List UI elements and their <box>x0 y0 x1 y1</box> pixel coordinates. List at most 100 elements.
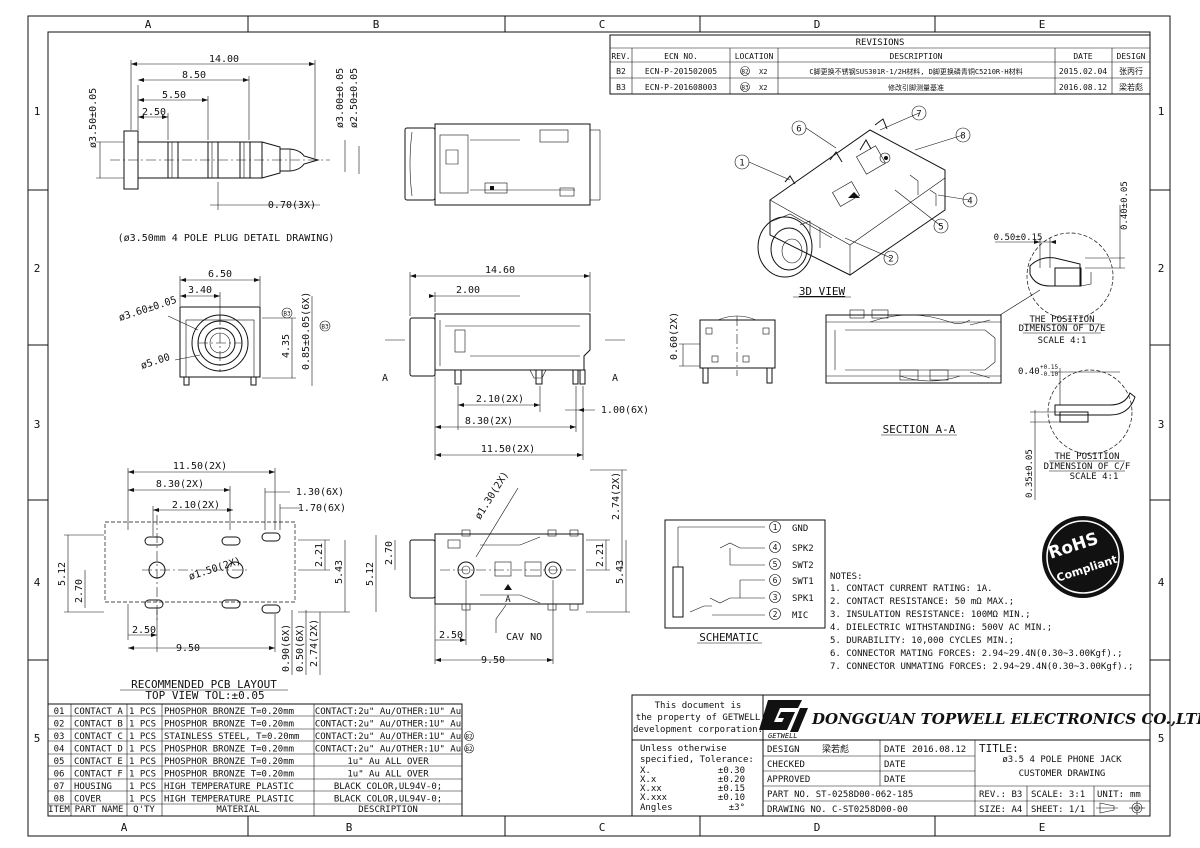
rev-location-mark: B3 <box>741 85 749 92</box>
bom-material: STAINLESS STEEL, T=0.20mm <box>164 732 299 742</box>
tolerance-key: X. <box>640 766 651 776</box>
bom-item-number: 05 <box>54 757 65 767</box>
rev-location-mark: B2 <box>741 69 749 76</box>
callout-number: 8 <box>960 132 965 142</box>
dim-label: 0.50±0.15 <box>994 233 1043 243</box>
row-label-left: 4 <box>34 576 41 589</box>
drawing-title: ø3.5 4 POLE PHONE JACK <box>1002 755 1122 765</box>
bom-material: HIGH TEMPERATURE PLASTIC <box>164 782 294 792</box>
rev-cell: 梁若彪 <box>1119 82 1143 92</box>
col-label-top: E <box>1039 18 1046 31</box>
detail-cf: 0.40 +0.15 -0.10 0.35±0.05 THE POSITION … <box>1018 364 1136 500</box>
dim-label: 2.50 <box>439 630 463 641</box>
bom-part-name: CONTACT E <box>74 757 123 767</box>
rev-cell: 张丙行 <box>1119 66 1143 76</box>
rev-cell: 2015.02.04 <box>1059 67 1107 76</box>
dim-label: 8.30(2X) <box>156 479 204 490</box>
getwell-logo-icon <box>759 700 808 732</box>
pin-number: 4 <box>773 543 778 552</box>
rev-location-balloon <box>740 82 750 92</box>
bom-quantity: 1 PCS <box>129 757 156 767</box>
dim-label: ø2.50±0.05 <box>349 68 360 128</box>
rev-mark: B3 <box>283 311 291 318</box>
row-label-left: 1 <box>34 105 41 118</box>
cav-label: CAV NO <box>506 632 542 643</box>
dim-label: 2.10(2X) <box>172 500 220 511</box>
drawing-number: DRAWING NO. C-ST0258D00-00 <box>767 805 908 815</box>
callout-number: 1 <box>739 159 744 169</box>
dim-label: 2.50 <box>142 107 166 118</box>
bom-part-name: CONTACT D <box>74 745 123 755</box>
dim-label: ø5.00 <box>140 352 172 372</box>
note-item: 4. DIELECTRIC WITHSTANDING: 500V AC MIN.… <box>830 623 1052 633</box>
callout-number: 5 <box>938 223 943 233</box>
bom-description: BLACK COLOR,UL94V-0; <box>334 795 442 805</box>
col-label-bottom: D <box>814 821 821 834</box>
rev-mark: B3 <box>321 324 329 331</box>
rev-location-count: X2 <box>759 68 767 76</box>
note-item: 7. CONNECTOR UNMATING FORCES: 2.94~29.4N… <box>830 662 1133 672</box>
dim-label: 2.74(2X) <box>611 472 622 520</box>
rev-cell: ECN-P-201502005 <box>645 67 717 76</box>
dim-label: 2.50 <box>132 625 156 636</box>
pin-number: 1 <box>773 523 778 532</box>
row-label-left: 2 <box>34 262 41 275</box>
dim-label: 0.35±0.05 <box>1025 449 1035 498</box>
bom-header: PART NAME <box>75 805 124 815</box>
bom-item-number: 07 <box>54 782 65 792</box>
drawing-title: CUSTOMER DRAWING <box>1019 769 1106 779</box>
bom-header: Q'TY <box>133 805 155 815</box>
bom-quantity: 1 PCS <box>129 745 156 755</box>
dim-label: 5.12 <box>365 562 376 586</box>
bom-part-name: COVER <box>74 795 102 805</box>
bom-item-number: 01 <box>54 707 65 717</box>
dim-label: 14.60 <box>485 265 515 276</box>
dim-label: 5.50 <box>162 90 186 101</box>
dim-label: 1.30(6X) <box>296 487 344 498</box>
dim-label: ø3.00±0.05 <box>335 68 346 128</box>
bom-part-name: CONTACT F <box>74 770 123 780</box>
bom-item-number: 04 <box>54 745 65 755</box>
front-view: 6.50 3.40 ø3.60±0.05 ø5.00 4.35 0.85±0.0… <box>118 269 331 386</box>
section-a-a: SECTION A-A <box>825 309 1002 436</box>
detail-title: THE POSITION <box>1029 315 1094 325</box>
bom-material: PHOSPHOR BRONZE T=0.20mm <box>164 757 294 767</box>
notes: NOTES: 1. CONTACT CURRENT RATING: 1A. 2.… <box>830 572 1133 672</box>
bom-part-name: HOUSING <box>74 782 112 792</box>
part-number: PART NO. ST-0258D00-062-185 <box>767 790 913 800</box>
detail-scale: SCALE 4:1 <box>1038 336 1087 346</box>
bom-description: 1u" Au ALL OVER <box>347 757 429 767</box>
rev-header: DATE <box>1073 52 1092 61</box>
dim-label: 6.50 <box>208 269 232 280</box>
bom-description: BLACK COLOR,UL94V-0; <box>334 782 442 792</box>
bom-rev-mark: B2 <box>465 734 473 741</box>
rev-header: ECN NO. <box>664 52 698 61</box>
rev-location-balloon <box>740 66 750 76</box>
pin-name: SPK1 <box>792 594 814 604</box>
col-label-bottom: C <box>599 821 606 834</box>
top-view-jack <box>404 123 601 206</box>
pcb-layout: 11.50(2X) 8.30(2X) 2.10(2X) 1.30(6X) 1.7… <box>57 461 350 702</box>
pin-number: 5 <box>773 560 778 569</box>
row-label-right: 5 <box>1158 732 1165 745</box>
rev-header: LOCATION <box>735 52 774 61</box>
tolerance-value: ±0.20 <box>718 775 745 785</box>
bom-description: 1u" Au ALL OVER <box>347 770 429 780</box>
bom-description: CONTACT:2u" Au/OTHER:1U" Au <box>315 732 461 742</box>
tolerance-key: X.xx <box>640 784 662 794</box>
side-view: A A 14.60 2.00 2.10(2X) 8.30(2X) 11.50(2… <box>382 265 649 460</box>
title-label: TITLE: <box>979 742 1019 755</box>
col-label-top: D <box>814 18 821 31</box>
note-item: 1. CONTACT CURRENT RATING: 1A. <box>830 584 993 594</box>
dim-label: 0.85±0.05(6X) <box>301 292 312 370</box>
dim-label: 0.60(2X) <box>669 312 680 360</box>
dim-label: 2.21 <box>314 543 325 567</box>
row-label-right: 4 <box>1158 576 1165 589</box>
dim-label: 8.30(2X) <box>465 416 513 427</box>
date-label: DATE <box>884 775 906 785</box>
design-label: DESIGN <box>767 745 800 755</box>
logo-text: GETWELL <box>768 732 798 740</box>
sheet-border <box>27 15 1171 837</box>
dim-label: 4.35 <box>281 334 292 358</box>
